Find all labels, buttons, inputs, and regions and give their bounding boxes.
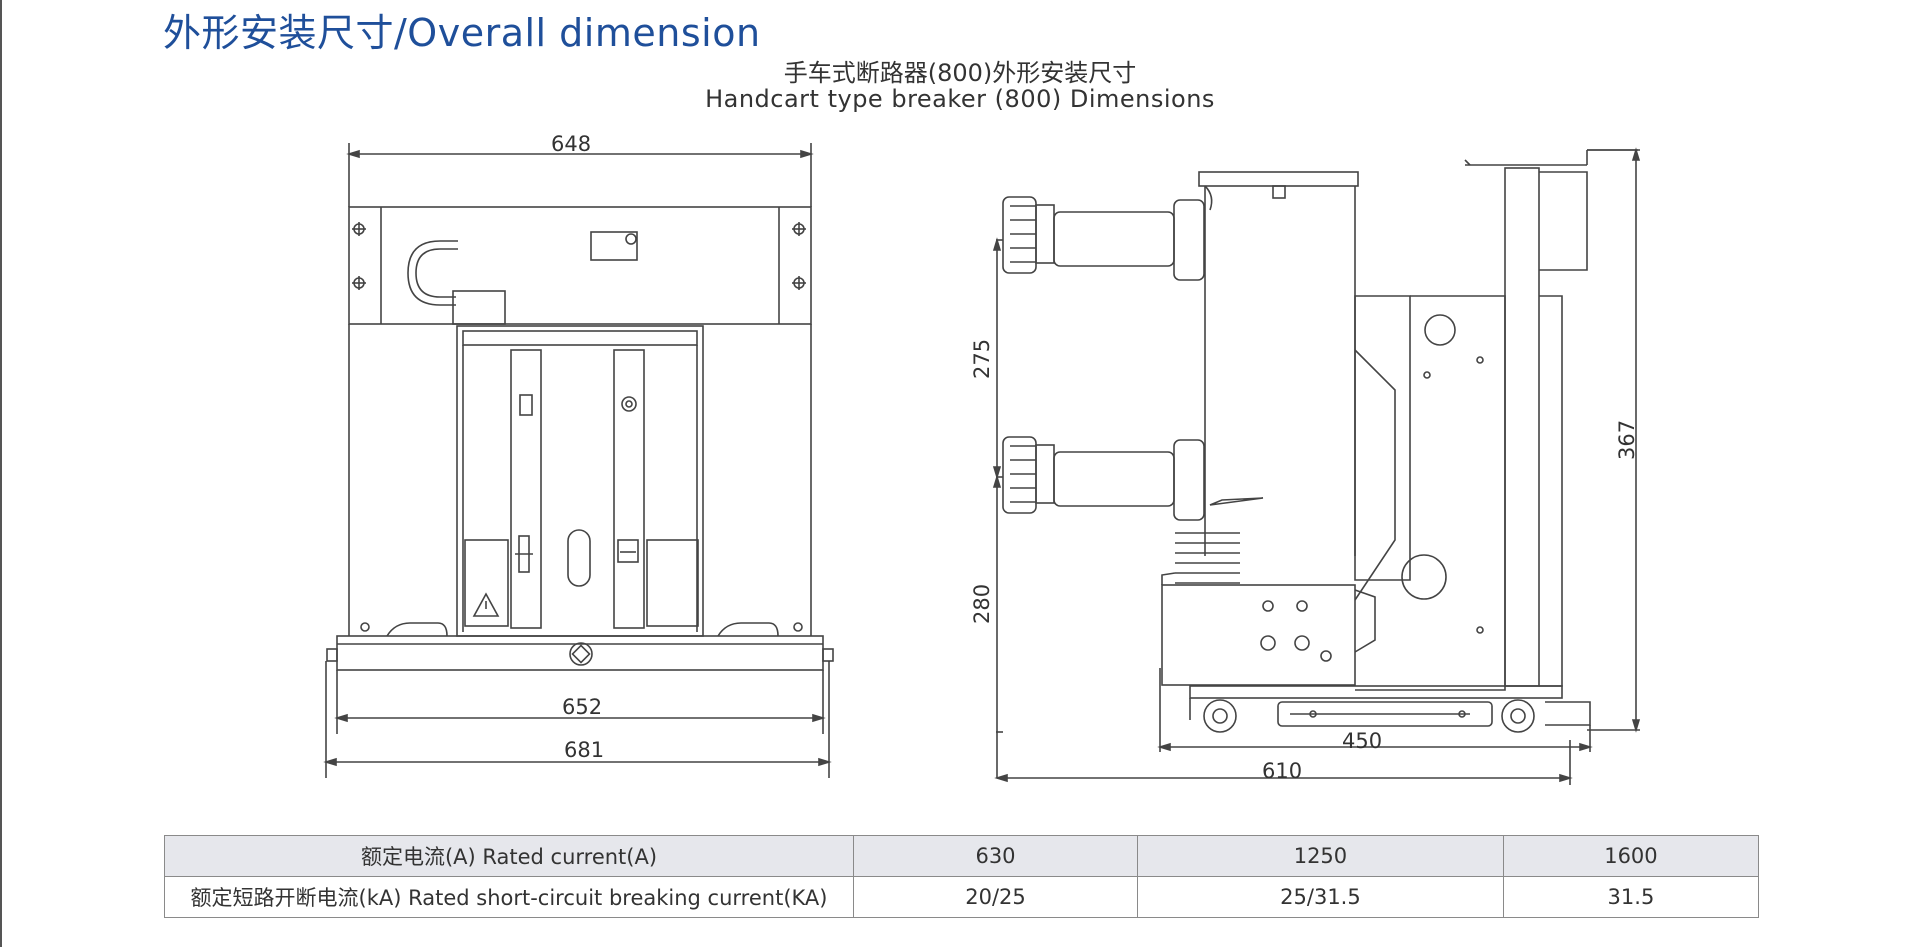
table-cell-label: 额定短路开断电流(kA) Rated short-circuit breakin… (164, 876, 854, 918)
dim-label-367: 367 (1615, 420, 1639, 460)
side-front-wheel (1203, 699, 1237, 733)
diagram-subtitle-chinese: 手车式断路器(800)外形安装尺寸 (783, 59, 1137, 87)
table-cell: 20/25 (852, 876, 1139, 918)
front-bolt-marks (352, 222, 806, 290)
dim-label-450: 450 (1342, 729, 1382, 753)
dim-label-275: 275 (970, 339, 994, 379)
table-row-rated-current: 额定电流(A) Rated current(A) 630 1250 1600 (164, 835, 1760, 877)
side-rear-panel (1504, 167, 1540, 687)
dim-label-280: 280 (970, 584, 994, 624)
front-cable (407, 240, 458, 306)
table-cell: 25/31.5 (1137, 876, 1504, 918)
table-cell: 1250 (1137, 835, 1504, 877)
front-handle-slot (567, 529, 591, 587)
side-upper-arm (1053, 211, 1175, 267)
side-spring (1175, 532, 1240, 584)
dim-label-610: 610 (1262, 759, 1302, 783)
front-plug-connector (590, 231, 638, 261)
page-title: 外形安装尺寸/Overall dimension (163, 11, 761, 55)
table-cell-label: 额定电流(A) Rated current(A) (164, 835, 854, 877)
front-view (323, 143, 834, 778)
dim-label-652: 652 (562, 695, 602, 719)
side-view (992, 147, 1641, 785)
front-mechanism-box (456, 325, 704, 637)
dim-label-648: 648 (551, 132, 591, 156)
side-lower-arm (1053, 451, 1175, 507)
front-top-panel (348, 206, 812, 325)
table-row-breaking-current: 额定短路开断电流(kA) Rated short-circuit breakin… (164, 876, 1760, 918)
dim-label-681: 681 (564, 738, 604, 762)
table-cell: 31.5 (1502, 876, 1760, 918)
front-right-handle (717, 622, 779, 637)
side-chassis-box (1161, 584, 1356, 686)
side-rear-wheel (1501, 699, 1535, 733)
table-cell: 1600 (1502, 835, 1760, 877)
page-left-border (0, 0, 2, 947)
warning-triangle-icon (472, 592, 500, 617)
front-left-handle (386, 622, 448, 637)
rated-spec-table: 额定电流(A) Rated current(A) 630 1250 1600 额… (164, 835, 1760, 918)
diagram-subtitle-english: Handcart type breaker (800) Dimensions (705, 85, 1215, 113)
table-cell: 630 (852, 835, 1139, 877)
